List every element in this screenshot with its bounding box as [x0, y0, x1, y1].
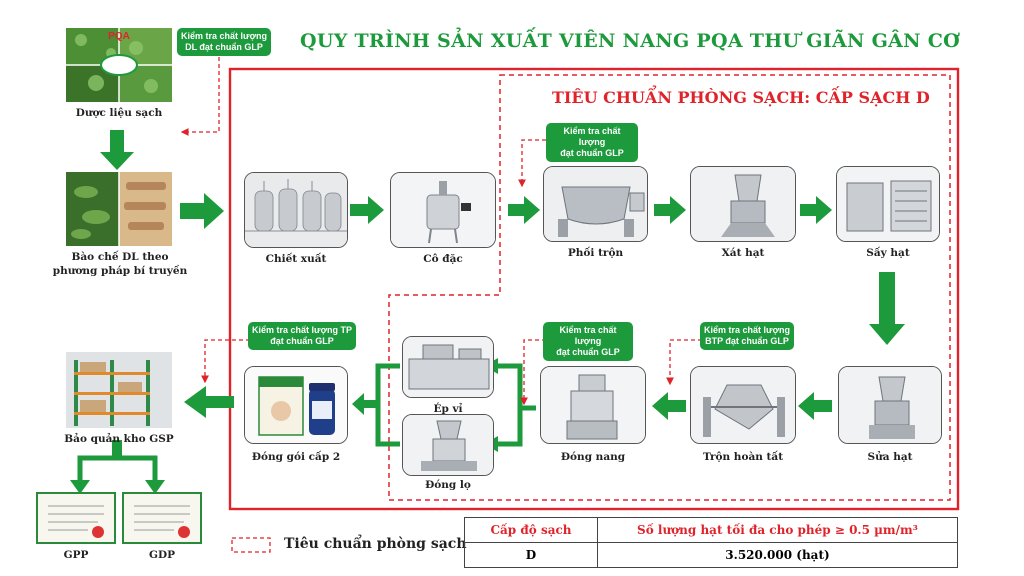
- step-storage-label: Bảo quản kho GSP: [64, 433, 174, 445]
- step-blister-label: Ép vỉ: [433, 403, 463, 415]
- step-capsule-label: Đóng nang: [560, 451, 626, 463]
- step-granulate-card: [690, 166, 796, 242]
- step-herbs-label: Dược liệu sạch: [75, 107, 163, 119]
- qc-badge-mix: Kiểm tra chất lượng đạt chuẩn GLP: [546, 123, 638, 162]
- step-drying-card: [836, 166, 940, 242]
- arrow-2: [508, 196, 540, 224]
- pqa-logo: PQA: [108, 31, 130, 42]
- step-granulate-label: Xát hạt: [721, 247, 765, 259]
- step-package-label: Đóng gói cấp 2: [251, 451, 341, 463]
- herbs-photo: [66, 28, 172, 102]
- arrow-prep-right: [180, 193, 224, 229]
- qc-badge-capsule: Kiểm tra chất lượng đạt chuẩn GLP: [543, 322, 633, 361]
- table-cell-particles: 3.520.000 (hạt): [597, 542, 958, 568]
- step-concentrate-label: Cô đặc: [423, 253, 463, 265]
- step-bottle-card: [402, 414, 494, 476]
- arrow-merge: [352, 393, 378, 415]
- step-bottle-label: Đóng lọ: [425, 479, 471, 491]
- gpp-label: GPP: [63, 549, 89, 561]
- arrow-4: [800, 196, 832, 224]
- step-drying-label: Sấy hạt: [866, 247, 910, 259]
- page-title: QUY TRÌNH SẢN XUẤT VIÊN NANG PQA THƯ GIÃ…: [300, 30, 961, 52]
- qc-badge-semi: Kiểm tra chất lượng BTP đạt chuẩn GLP: [700, 322, 794, 350]
- qc-badge-finished: Kiểm tra chất lượng TP đạt chuẩn GLP: [248, 322, 356, 350]
- arrow-dry-down: [869, 272, 905, 345]
- step-extract-label: Chiết xuất: [265, 253, 327, 265]
- gpp-certificate: [36, 492, 116, 544]
- storage-photo: [66, 352, 172, 428]
- table-header-particles: Số lượng hạt tối đa cho phép ≥ 0.5 µm/m³: [597, 517, 958, 543]
- legend-text: Tiêu chuẩn phòng sạch: [284, 536, 467, 552]
- gdp-certificate: [122, 492, 202, 544]
- prep-photo: [66, 172, 172, 246]
- arrow-5: [798, 392, 832, 420]
- arrow-herbs-down: [100, 130, 134, 170]
- step-extract-card: [244, 172, 348, 248]
- table-header-class: Cấp độ sạch: [464, 517, 598, 543]
- step-final-mix-label: Trộn hoàn tất: [702, 451, 784, 463]
- step-concentrate-card: [390, 172, 496, 248]
- arrow-6: [652, 392, 686, 420]
- step-mixing-label: Phối trộn: [567, 247, 624, 259]
- clean-room-title: TIÊU CHUẨN PHÒNG SẠCH: CẤP SẠCH D: [552, 88, 930, 107]
- legend-swatch: [231, 537, 271, 553]
- clean-room-spec-table: Cấp độ sạch Số lượng hạt tối đa cho phép…: [464, 517, 958, 568]
- gdp-label: GDP: [149, 549, 175, 561]
- qc-badge-raw: Kiểm tra chất lượng DL đạt chuẩn GLP: [177, 28, 271, 56]
- step-sizing-card: [838, 366, 942, 444]
- step-sizing-label: Sửa hạt: [867, 451, 913, 463]
- step-final-mix-card: [690, 366, 796, 444]
- clean-room-boundary: [388, 74, 951, 501]
- step-prep-label: Bào chế DL theo phương pháp bí truyền: [52, 251, 188, 277]
- production-frame: [228, 67, 960, 511]
- arrow-1: [350, 196, 384, 224]
- arrow-storage: [184, 386, 234, 418]
- step-capsule-card: [540, 366, 646, 444]
- table-cell-class: D: [464, 542, 598, 568]
- step-package-card: [244, 366, 348, 444]
- step-mixing-card: [543, 166, 648, 242]
- step-blister-card: [402, 336, 494, 398]
- arrow-3: [654, 196, 686, 224]
